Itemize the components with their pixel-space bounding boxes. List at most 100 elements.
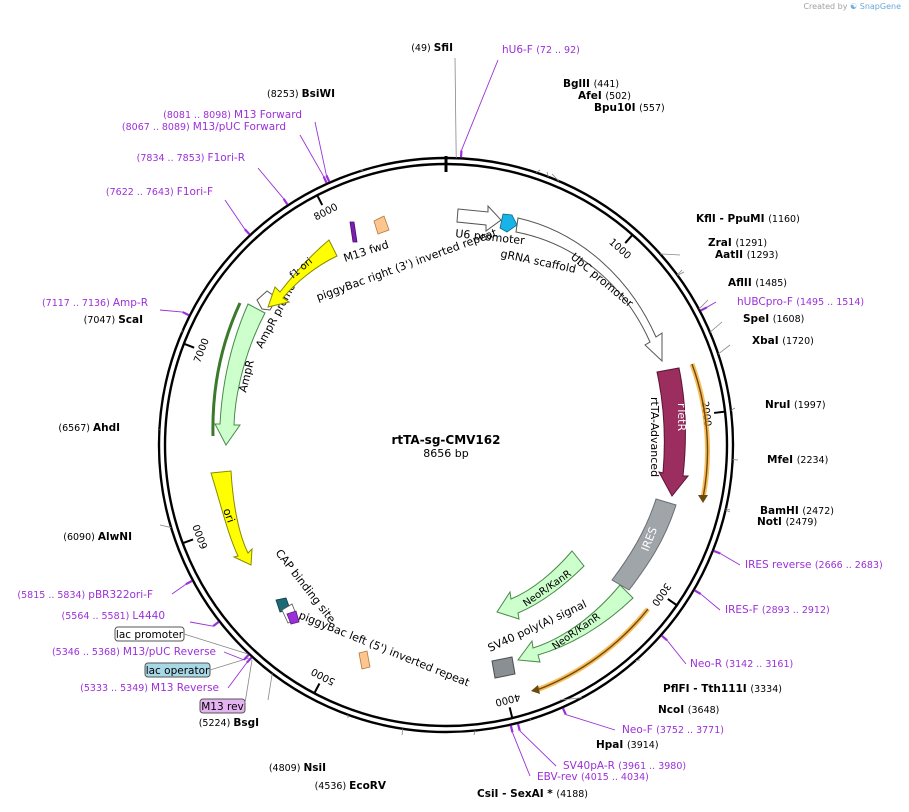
primer-label[interactable]: hUBCpro-F (1495 .. 1514) xyxy=(737,296,864,308)
restriction-site-label[interactable]: MfeI (2234) xyxy=(767,454,828,466)
site-leader xyxy=(159,524,172,528)
site-leader xyxy=(660,253,681,256)
restriction-site-label[interactable]: Bpu10I (557) xyxy=(594,102,665,114)
restriction-site-label[interactable]: BamHI (2472) xyxy=(760,505,834,517)
feature-f1-ori xyxy=(267,239,338,308)
primer-label[interactable]: (7117 .. 7136) Amp-R xyxy=(42,297,148,309)
primer-leader xyxy=(460,59,499,151)
restriction-site-label[interactable]: KflI - PpuMI (1160) xyxy=(696,213,800,225)
restriction-site-label[interactable]: CsiI - SexAI * (4188) xyxy=(477,788,588,800)
primer-name: F1ori-R xyxy=(208,152,245,164)
primer-label[interactable]: EBV-rev (4015 .. 4034) xyxy=(537,771,649,783)
restriction-site-label[interactable]: (5224) BsgI xyxy=(199,717,259,729)
restriction-site-label[interactable]: NruI (1997) xyxy=(765,399,826,411)
primer-label[interactable]: (5815 .. 5834) pBR322ori-F xyxy=(17,589,153,601)
primer-label[interactable]: Neo-F (3752 .. 3771) xyxy=(622,724,724,736)
primer-name: F1ori-F xyxy=(177,186,213,198)
restriction-site-label[interactable]: SpeI (1608) xyxy=(743,313,804,325)
site-leader xyxy=(730,407,736,411)
feature-label-rtetr: rTetR xyxy=(675,403,688,431)
brand-prefix: Created by xyxy=(803,2,848,11)
primer-label[interactable]: (5333 .. 5349) M13 Reverse xyxy=(80,682,219,694)
primer-name: IRES reverse xyxy=(745,559,815,571)
primer-label[interactable]: IRES reverse (2666 .. 2683) xyxy=(745,559,883,571)
feature-ubc-promoter xyxy=(515,217,663,363)
primer-label[interactable]: (8067 .. 8089) M13/pUC Forward xyxy=(122,121,286,133)
snapgene-brand: Created by ☯ SnapGene xyxy=(803,2,901,11)
site-position: (1293) xyxy=(747,250,779,261)
feature-grna-scaffold xyxy=(499,213,518,233)
primer-site-mark xyxy=(561,707,567,716)
site-leader xyxy=(559,697,583,701)
lac-promoter-label: lac promoter xyxy=(116,629,184,641)
primer-name: M13/pUC Forward xyxy=(193,121,286,133)
site-name: MfeI xyxy=(767,454,797,466)
primer-leader xyxy=(666,640,687,665)
restriction-site-label[interactable]: HpaI (3914) xyxy=(596,739,659,751)
site-name: BsgI xyxy=(233,717,259,729)
restriction-site-label[interactable]: NotI (2479) xyxy=(757,516,817,528)
site-leader xyxy=(473,730,476,736)
m13-rev-box xyxy=(199,698,246,714)
restriction-site-label[interactable]: (8253) BsiWI xyxy=(267,88,335,100)
site-name: NsiI xyxy=(303,762,326,774)
tick-label: 3000 xyxy=(649,581,673,608)
primer-label[interactable]: IRES-F (2893 .. 2912) xyxy=(725,604,830,616)
site-leader xyxy=(267,673,273,701)
primer-label[interactable]: (8081 .. 8098) M13 Forward xyxy=(163,109,302,121)
site-position: (2472) xyxy=(802,506,834,517)
primer-leader xyxy=(223,651,245,661)
restriction-site-label[interactable]: (6090) AlwNI xyxy=(63,531,132,543)
site-name: PflFI - Tth111I xyxy=(663,683,750,695)
primer-name: pBR322ori-F xyxy=(88,589,153,601)
restriction-site-label[interactable]: NcoI (3648) xyxy=(658,704,719,716)
site-leader xyxy=(401,728,404,736)
primer-label[interactable]: SV40pA-R (3961 .. 3980) xyxy=(563,760,686,772)
restriction-site-label[interactable]: (7047) ScaI xyxy=(84,314,143,326)
site-leader xyxy=(551,173,560,182)
site-position: (5224) xyxy=(199,718,234,729)
primer-leader xyxy=(720,553,741,566)
site-position: (4809) xyxy=(269,763,304,774)
tick-mark xyxy=(508,707,514,719)
primer-range: (3961 .. 3980) xyxy=(618,761,686,772)
site-leader xyxy=(677,271,685,276)
primer-name: EBV-rev xyxy=(537,771,581,783)
primer-label[interactable]: (5346 .. 5368) M13/pUC Reverse xyxy=(52,646,216,658)
site-name: AfeI xyxy=(578,90,605,102)
site-position: (1291) xyxy=(735,238,767,249)
tick-mark xyxy=(313,683,321,694)
primer-label[interactable]: hU6-F (72 .. 92) xyxy=(502,44,580,56)
site-position: (4536) xyxy=(315,781,350,792)
primer-label[interactable]: (7622 .. 7643) F1ori-F xyxy=(106,186,213,198)
tick-mark xyxy=(316,194,324,206)
primer-label[interactable]: (7834 .. 7853) F1ori-R xyxy=(137,152,245,164)
restriction-site-label[interactable]: (4536) EcoRV xyxy=(315,780,387,792)
restriction-site-label[interactable]: AflII (1485) xyxy=(728,277,787,289)
restriction-site-label[interactable]: BglII (441) xyxy=(563,78,619,90)
restriction-site-label[interactable]: AatII (1293) xyxy=(715,249,778,261)
primer-site-mark xyxy=(182,311,190,317)
primer-leader xyxy=(171,583,187,595)
feature-label-piggybac-right: piggyBac right (3') inverted repeat xyxy=(315,226,500,304)
primer-label[interactable]: (5564 .. 5581) L4440 xyxy=(62,610,165,622)
primer-label[interactable]: Neo-R (3142 .. 3161) xyxy=(690,658,793,670)
restriction-site-label[interactable]: (4809) NsiI xyxy=(269,762,326,774)
primer-leader xyxy=(159,309,183,313)
primer-site-mark xyxy=(325,174,331,183)
restriction-site-label[interactable]: PflFI - Tth111I (3334) xyxy=(663,683,782,695)
site-position: (1160) xyxy=(768,214,800,225)
feature-m13-fwd xyxy=(349,221,358,243)
primer-name: L4440 xyxy=(132,610,165,622)
primer-leader xyxy=(512,732,531,777)
tick-mark xyxy=(667,598,678,607)
site-position: (3334) xyxy=(750,684,782,695)
restriction-site-label[interactable]: (49) SfiI xyxy=(411,42,453,54)
restriction-site-label[interactable]: (6567) AhdI xyxy=(58,422,120,434)
primer-name: SV40pA-R xyxy=(563,760,618,772)
restriction-site-label[interactable]: XbaI (1720) xyxy=(752,335,814,347)
restriction-site-label[interactable]: AfeI (502) xyxy=(578,90,631,102)
primer-name: M13 Forward xyxy=(234,109,302,121)
site-name: KflI - PpuMI xyxy=(696,213,768,225)
restriction-site-label[interactable]: ZraI (1291) xyxy=(708,237,767,249)
